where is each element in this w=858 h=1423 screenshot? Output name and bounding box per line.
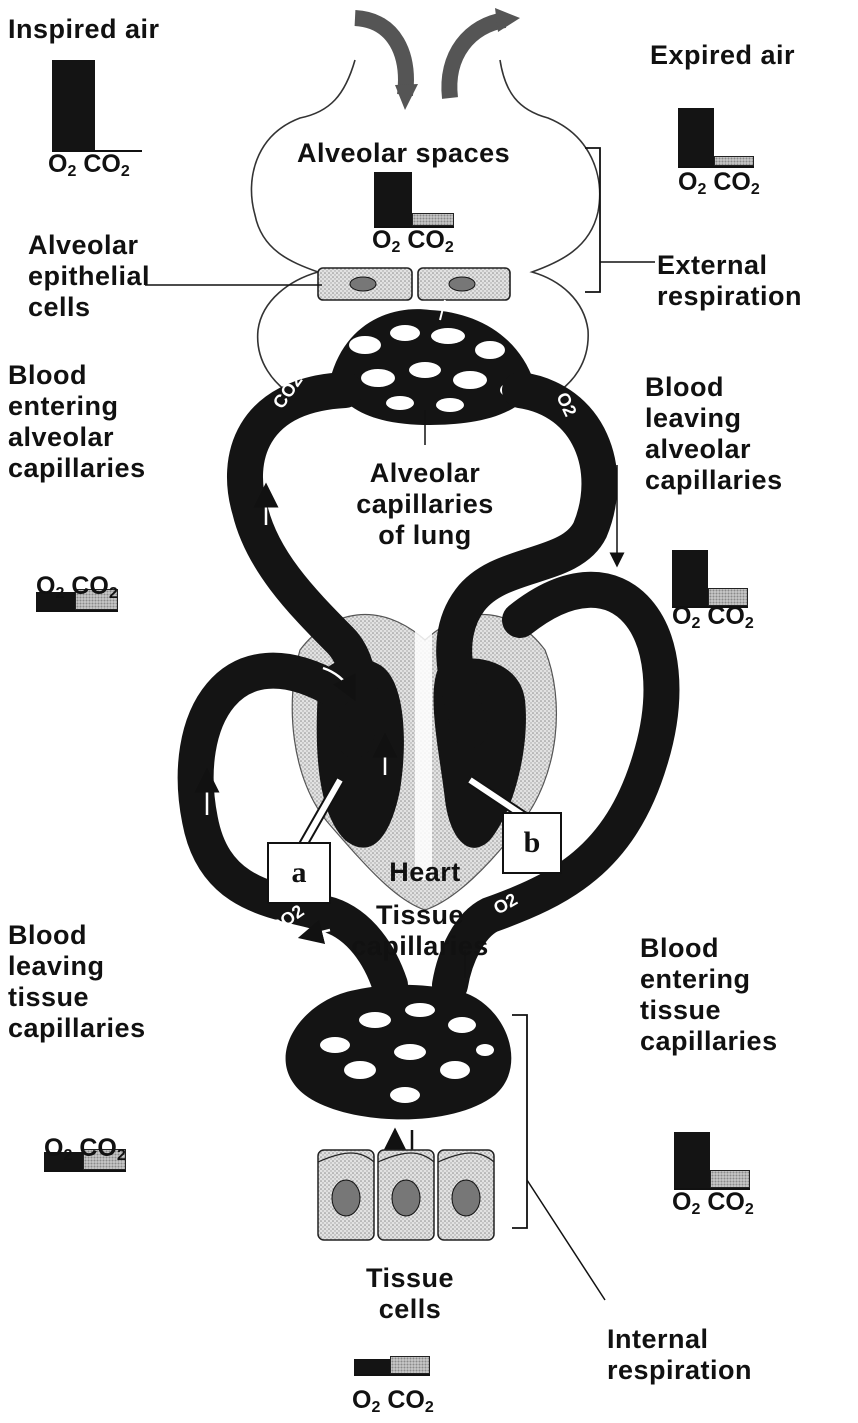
- o2-bar: [354, 1359, 390, 1374]
- blood-leaving-tissue-label: Blood leaving tissue capillaries: [8, 920, 146, 1044]
- co2-bar: [390, 1356, 430, 1374]
- gas-bars-tissue-cells: [354, 1312, 430, 1374]
- gas-bars-alveolar-spaces: [374, 160, 454, 226]
- airflow-arrows: [355, 8, 520, 110]
- internal-respiration-label: Internal respiration: [607, 1324, 752, 1386]
- o2-bar: [674, 1132, 710, 1188]
- label-box-a: a: [267, 842, 331, 904]
- o2-bar: [678, 108, 714, 166]
- co2-bar: [714, 156, 754, 166]
- bar-baseline: [36, 610, 118, 612]
- heart-label: Heart: [360, 857, 490, 888]
- o2-bar: [52, 60, 95, 150]
- gas-label-blood-entering-alveolar: O2 CO2: [36, 574, 118, 606]
- blood-leaving-alveolar-label: Blood leaving alveolar capillaries: [645, 372, 783, 496]
- gas-bars-inspired-air: [52, 58, 142, 150]
- gas-bars-expired-air: [678, 96, 754, 166]
- gas-bars-blood-leaving-alveolar: [672, 534, 748, 606]
- internal-respiration-bracket: [512, 1015, 605, 1300]
- tissue-cells: [318, 1150, 494, 1240]
- bar-baseline: [44, 1170, 126, 1172]
- blood-entering-alveolar-label: Blood entering alveolar capillaries: [8, 360, 146, 484]
- expired-air-label: Expired air: [650, 40, 795, 71]
- gas-label-inspired-air: O2 CO2: [48, 152, 130, 184]
- tissue-capillaries-label: Tissue capillaries: [325, 900, 515, 962]
- external-respiration-label: External respiration: [657, 250, 802, 312]
- tissue-capillary-network: [286, 985, 512, 1120]
- o2-bar: [672, 550, 708, 606]
- gas-label-blood-leaving-alveolar: O2 CO2: [672, 604, 754, 636]
- gas-label-tissue-cells: O2 CO2: [352, 1388, 434, 1420]
- o2-bar: [374, 172, 412, 226]
- gas-label-expired-air: O2 CO2: [678, 170, 760, 202]
- gas-label-blood-entering-tissue: O2 CO2: [672, 1190, 754, 1222]
- co2-bar: [412, 213, 454, 226]
- alveolar-epithelial-cells: [145, 268, 510, 300]
- alveolar-capillaries-label: Alveolar capillaries of lung: [330, 458, 520, 551]
- gas-label-blood-leaving-tissue: O2 CO2: [44, 1136, 126, 1168]
- alveolar-epithelial-cells-label: Alveolar epithelial cells: [28, 230, 150, 323]
- bar-baseline: [354, 1374, 430, 1376]
- blood-entering-tissue-label: Blood entering tissue capillaries: [640, 933, 778, 1057]
- co2-bar: [710, 1170, 750, 1188]
- gas-bars-blood-entering-tissue: [674, 1116, 750, 1188]
- gas-label-alveolar-spaces: O2 CO2: [372, 228, 454, 260]
- inspired-air-label: Inspired air: [8, 14, 160, 45]
- label-box-b: b: [502, 812, 562, 874]
- alveolar-capillary-network: [330, 300, 535, 425]
